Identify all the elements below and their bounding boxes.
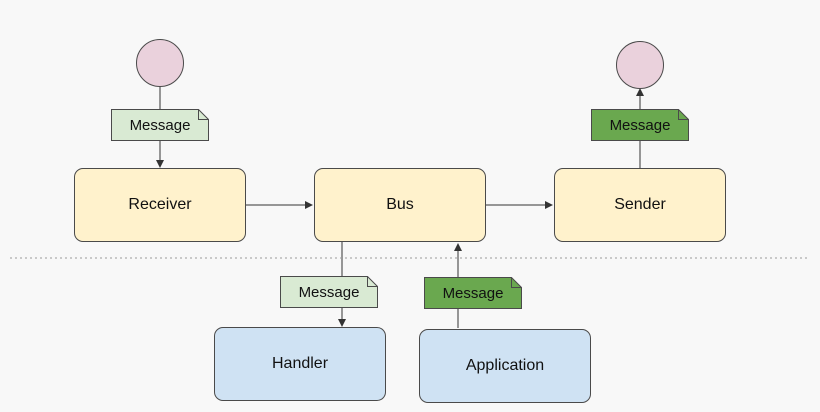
receiver-endpoint-circle	[136, 39, 184, 87]
message-label: Message	[298, 283, 360, 301]
bus-label: Bus	[386, 196, 414, 213]
receiver-node: Receiver	[74, 168, 246, 242]
message-note-icon	[280, 276, 378, 308]
handler-node: Handler	[214, 327, 386, 401]
sender-endpoint-circle	[616, 41, 664, 89]
message-note-icon	[111, 109, 209, 141]
message-note-icon	[424, 277, 522, 309]
message-label: Message	[442, 284, 504, 302]
message-note-icon	[591, 109, 689, 141]
message-note-handler: Message	[280, 276, 378, 308]
application-label: Application	[465, 357, 545, 374]
message-note-application: Message	[424, 277, 522, 309]
message-note-receiver: Message	[111, 109, 209, 141]
receiver-label: Receiver	[128, 196, 192, 213]
bus-node: Bus	[314, 168, 486, 242]
message-label: Message	[609, 116, 671, 134]
message-note-sender: Message	[591, 109, 689, 141]
handler-label: Handler	[271, 355, 329, 372]
message-label: Message	[129, 116, 191, 134]
sender-label: Sender	[614, 196, 666, 213]
sender-node: Sender	[554, 168, 726, 242]
application-node: Application	[419, 329, 591, 403]
